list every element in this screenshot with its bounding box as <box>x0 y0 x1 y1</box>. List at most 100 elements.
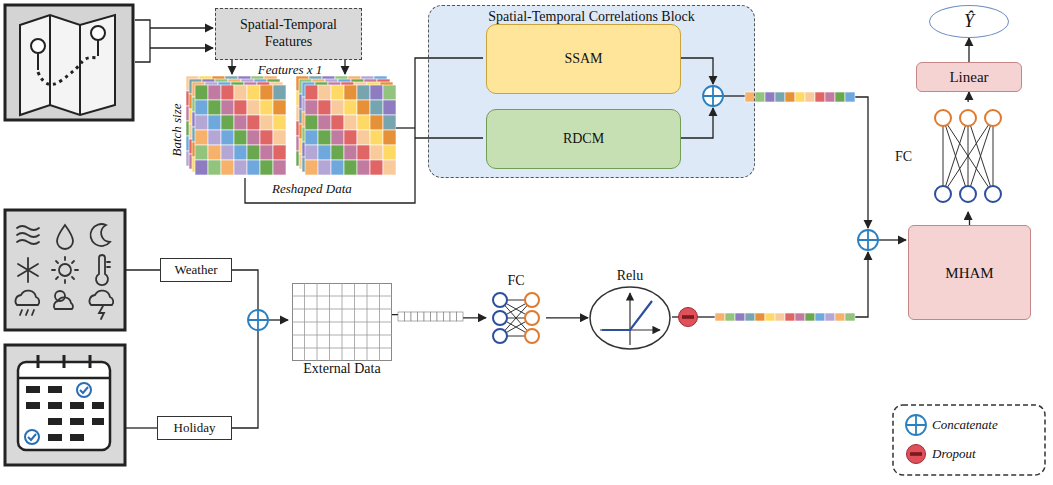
grid-cell <box>344 160 357 175</box>
annotation-label: Batch size <box>169 103 185 156</box>
data-grid-part <box>292 322 392 323</box>
connector <box>546 317 588 318</box>
block-wires-part <box>855 252 868 317</box>
node-text: External Data <box>303 361 380 378</box>
fc-net-icon-part <box>525 293 539 307</box>
fc-net-icon <box>918 102 1018 212</box>
grid-cell <box>357 100 370 115</box>
grid-cell <box>344 145 357 160</box>
map-wires-part <box>135 20 150 62</box>
feature-vector <box>715 313 855 321</box>
output-ellipse: Ŷ <box>929 5 1009 38</box>
weather-icon-part <box>52 257 78 283</box>
weather-icon-part <box>57 225 73 249</box>
map-icon-part <box>50 15 80 115</box>
grid-cell <box>370 160 383 175</box>
data-grid-node: External Data <box>292 283 392 378</box>
grid-cell <box>234 85 247 100</box>
grid-cell <box>260 145 273 160</box>
grid-cell <box>247 115 260 130</box>
fc-net-icon-part <box>943 118 993 194</box>
weather-icon-part <box>107 262 110 267</box>
fc-net-icon <box>486 290 546 346</box>
fc-net-icon-part <box>493 311 507 325</box>
grid-cell <box>221 145 234 160</box>
module-box: RDCM <box>486 109 681 169</box>
calendar-icon-part-part <box>48 418 62 425</box>
map-wires-part <box>344 60 345 74</box>
calendar-icon-part <box>5 345 125 465</box>
reshape-wires-part <box>245 58 483 203</box>
block-wires-part <box>680 58 713 84</box>
grid-cell <box>221 100 234 115</box>
fc-net-icon-part <box>960 110 976 126</box>
calendar-icon-part-part <box>92 402 104 409</box>
grid-cell <box>273 145 286 160</box>
grid-cell <box>318 85 331 100</box>
vector-cell <box>745 92 755 102</box>
vector-cell <box>745 313 755 321</box>
node-text: MHAM <box>945 264 993 282</box>
grid-cell <box>208 145 221 160</box>
grid-cell <box>305 85 318 100</box>
calendar-icon-part <box>77 383 91 397</box>
fc-net-icon-part <box>993 118 994 194</box>
fc-net-icon-part <box>943 118 993 194</box>
grid-cell <box>273 85 286 100</box>
node-text: Relu <box>617 268 643 285</box>
grid-cell <box>331 145 344 160</box>
node-text: Linear <box>949 68 988 86</box>
grid-cell <box>370 115 383 130</box>
weather-icon-part <box>59 264 71 276</box>
vector-cell <box>785 313 795 321</box>
connector <box>968 212 969 225</box>
node-text: Holiday <box>174 420 216 436</box>
map-icon-part <box>5 5 133 120</box>
grid-cell <box>260 85 273 100</box>
node-text: SSAM <box>564 51 602 68</box>
grid-cell <box>234 160 247 175</box>
grid-cell <box>357 130 370 145</box>
node-text: Weather <box>175 262 218 278</box>
vector-cell <box>444 312 451 321</box>
vector-cell <box>405 312 412 321</box>
legend-dropout-symbol <box>907 445 926 464</box>
fc-net-icon-part <box>493 329 507 343</box>
annotation-label: Features x 1 <box>258 62 323 78</box>
reshape-wires <box>245 58 483 203</box>
grid-cell <box>273 130 286 145</box>
concat-symbol <box>858 230 878 250</box>
vector-cell <box>418 312 425 321</box>
grid-cell <box>260 130 273 145</box>
map-icon <box>5 5 133 120</box>
grid-cell <box>208 160 221 175</box>
grid-cell <box>221 115 234 130</box>
grid-cell <box>247 160 260 175</box>
data-grid-part <box>292 296 392 297</box>
weather-icon-part <box>18 258 38 282</box>
reshape-wires-part <box>415 137 483 138</box>
calendar-icon-part <box>18 377 110 380</box>
attention-box: MHAM <box>908 225 1031 320</box>
data-grid <box>292 283 392 361</box>
fc-net-icon-part <box>943 118 968 194</box>
grid-cell <box>331 85 344 100</box>
grid-cell <box>305 145 318 160</box>
weather-icon-part <box>96 255 108 285</box>
grid-cell <box>318 160 331 175</box>
data-grid-part <box>292 348 392 349</box>
module-box: SSAM <box>486 24 681 94</box>
grid-cell <box>383 100 396 115</box>
grid-cell <box>318 100 331 115</box>
map-wires-part <box>150 27 213 28</box>
vector-cell <box>835 92 845 102</box>
node-text: Spatial-Temporal Features <box>222 17 355 51</box>
grid-cell <box>208 100 221 115</box>
calendar-icon-part-part <box>48 434 62 441</box>
annotation-label: Reshaped Data <box>272 181 352 197</box>
grid-cell <box>370 130 383 145</box>
vector-cell <box>795 313 805 321</box>
block-wires <box>680 58 906 317</box>
vector-cell <box>735 313 745 321</box>
vector-cell <box>725 313 735 321</box>
